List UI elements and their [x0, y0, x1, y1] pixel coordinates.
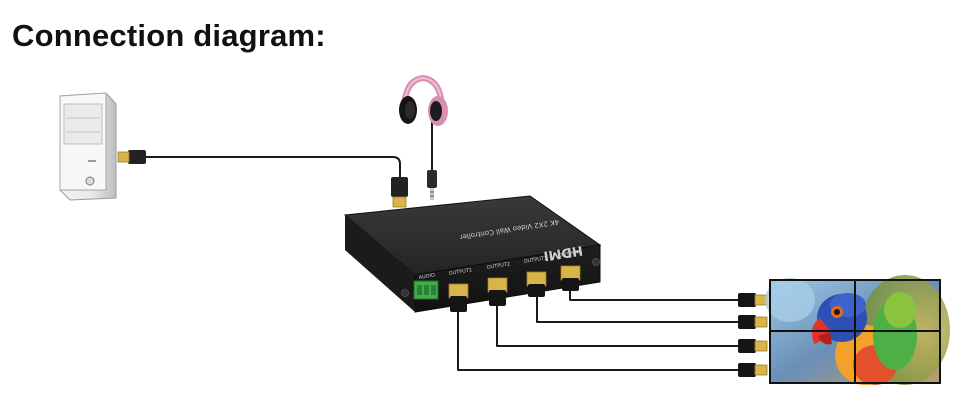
pc-to-controller-cable	[144, 156, 401, 179]
audio-terminal-icon	[413, 280, 439, 300]
wall-plug-3-icon	[738, 339, 768, 353]
output4-cable	[569, 289, 741, 301]
output4-plug-icon	[560, 265, 581, 291]
output1-plug-icon	[448, 283, 469, 312]
hdmi-plug-icon	[117, 150, 146, 164]
port-label-output2: OUTPUT2	[486, 261, 510, 271]
video-wall-controller: 4K 2X2 Video Wall Controller HDMI AUDIO …	[343, 195, 602, 313]
cables	[144, 119, 741, 371]
page-title: Connection diagram:	[12, 18, 326, 53]
wall-plug-2-icon	[738, 315, 768, 329]
wall-plug-4-icon	[738, 363, 768, 377]
headphones-icon	[399, 74, 448, 126]
output3-plug-icon	[526, 271, 547, 297]
led-indicator-icon	[401, 289, 409, 297]
port-label-audio: AUDIO	[418, 272, 435, 280]
hdmi-input-plug-icon	[391, 177, 408, 208]
port-label-output1: OUTPUT1	[448, 267, 472, 277]
port-label-output3: OUTPUT3	[523, 255, 547, 265]
hdmi-logo: HDMI	[542, 242, 583, 263]
output2-cable	[496, 304, 741, 347]
output3-cable	[536, 292, 741, 323]
output1-cable	[457, 309, 741, 371]
wall-plug-1-icon	[738, 293, 768, 307]
power-led-icon	[592, 258, 600, 266]
output2-plug-icon	[487, 277, 508, 306]
audio-jack-icon	[427, 170, 437, 200]
port-label-output4: OUTPUT4	[558, 249, 582, 259]
pc-tower-icon	[59, 92, 117, 201]
video-wall-display	[765, 275, 950, 385]
